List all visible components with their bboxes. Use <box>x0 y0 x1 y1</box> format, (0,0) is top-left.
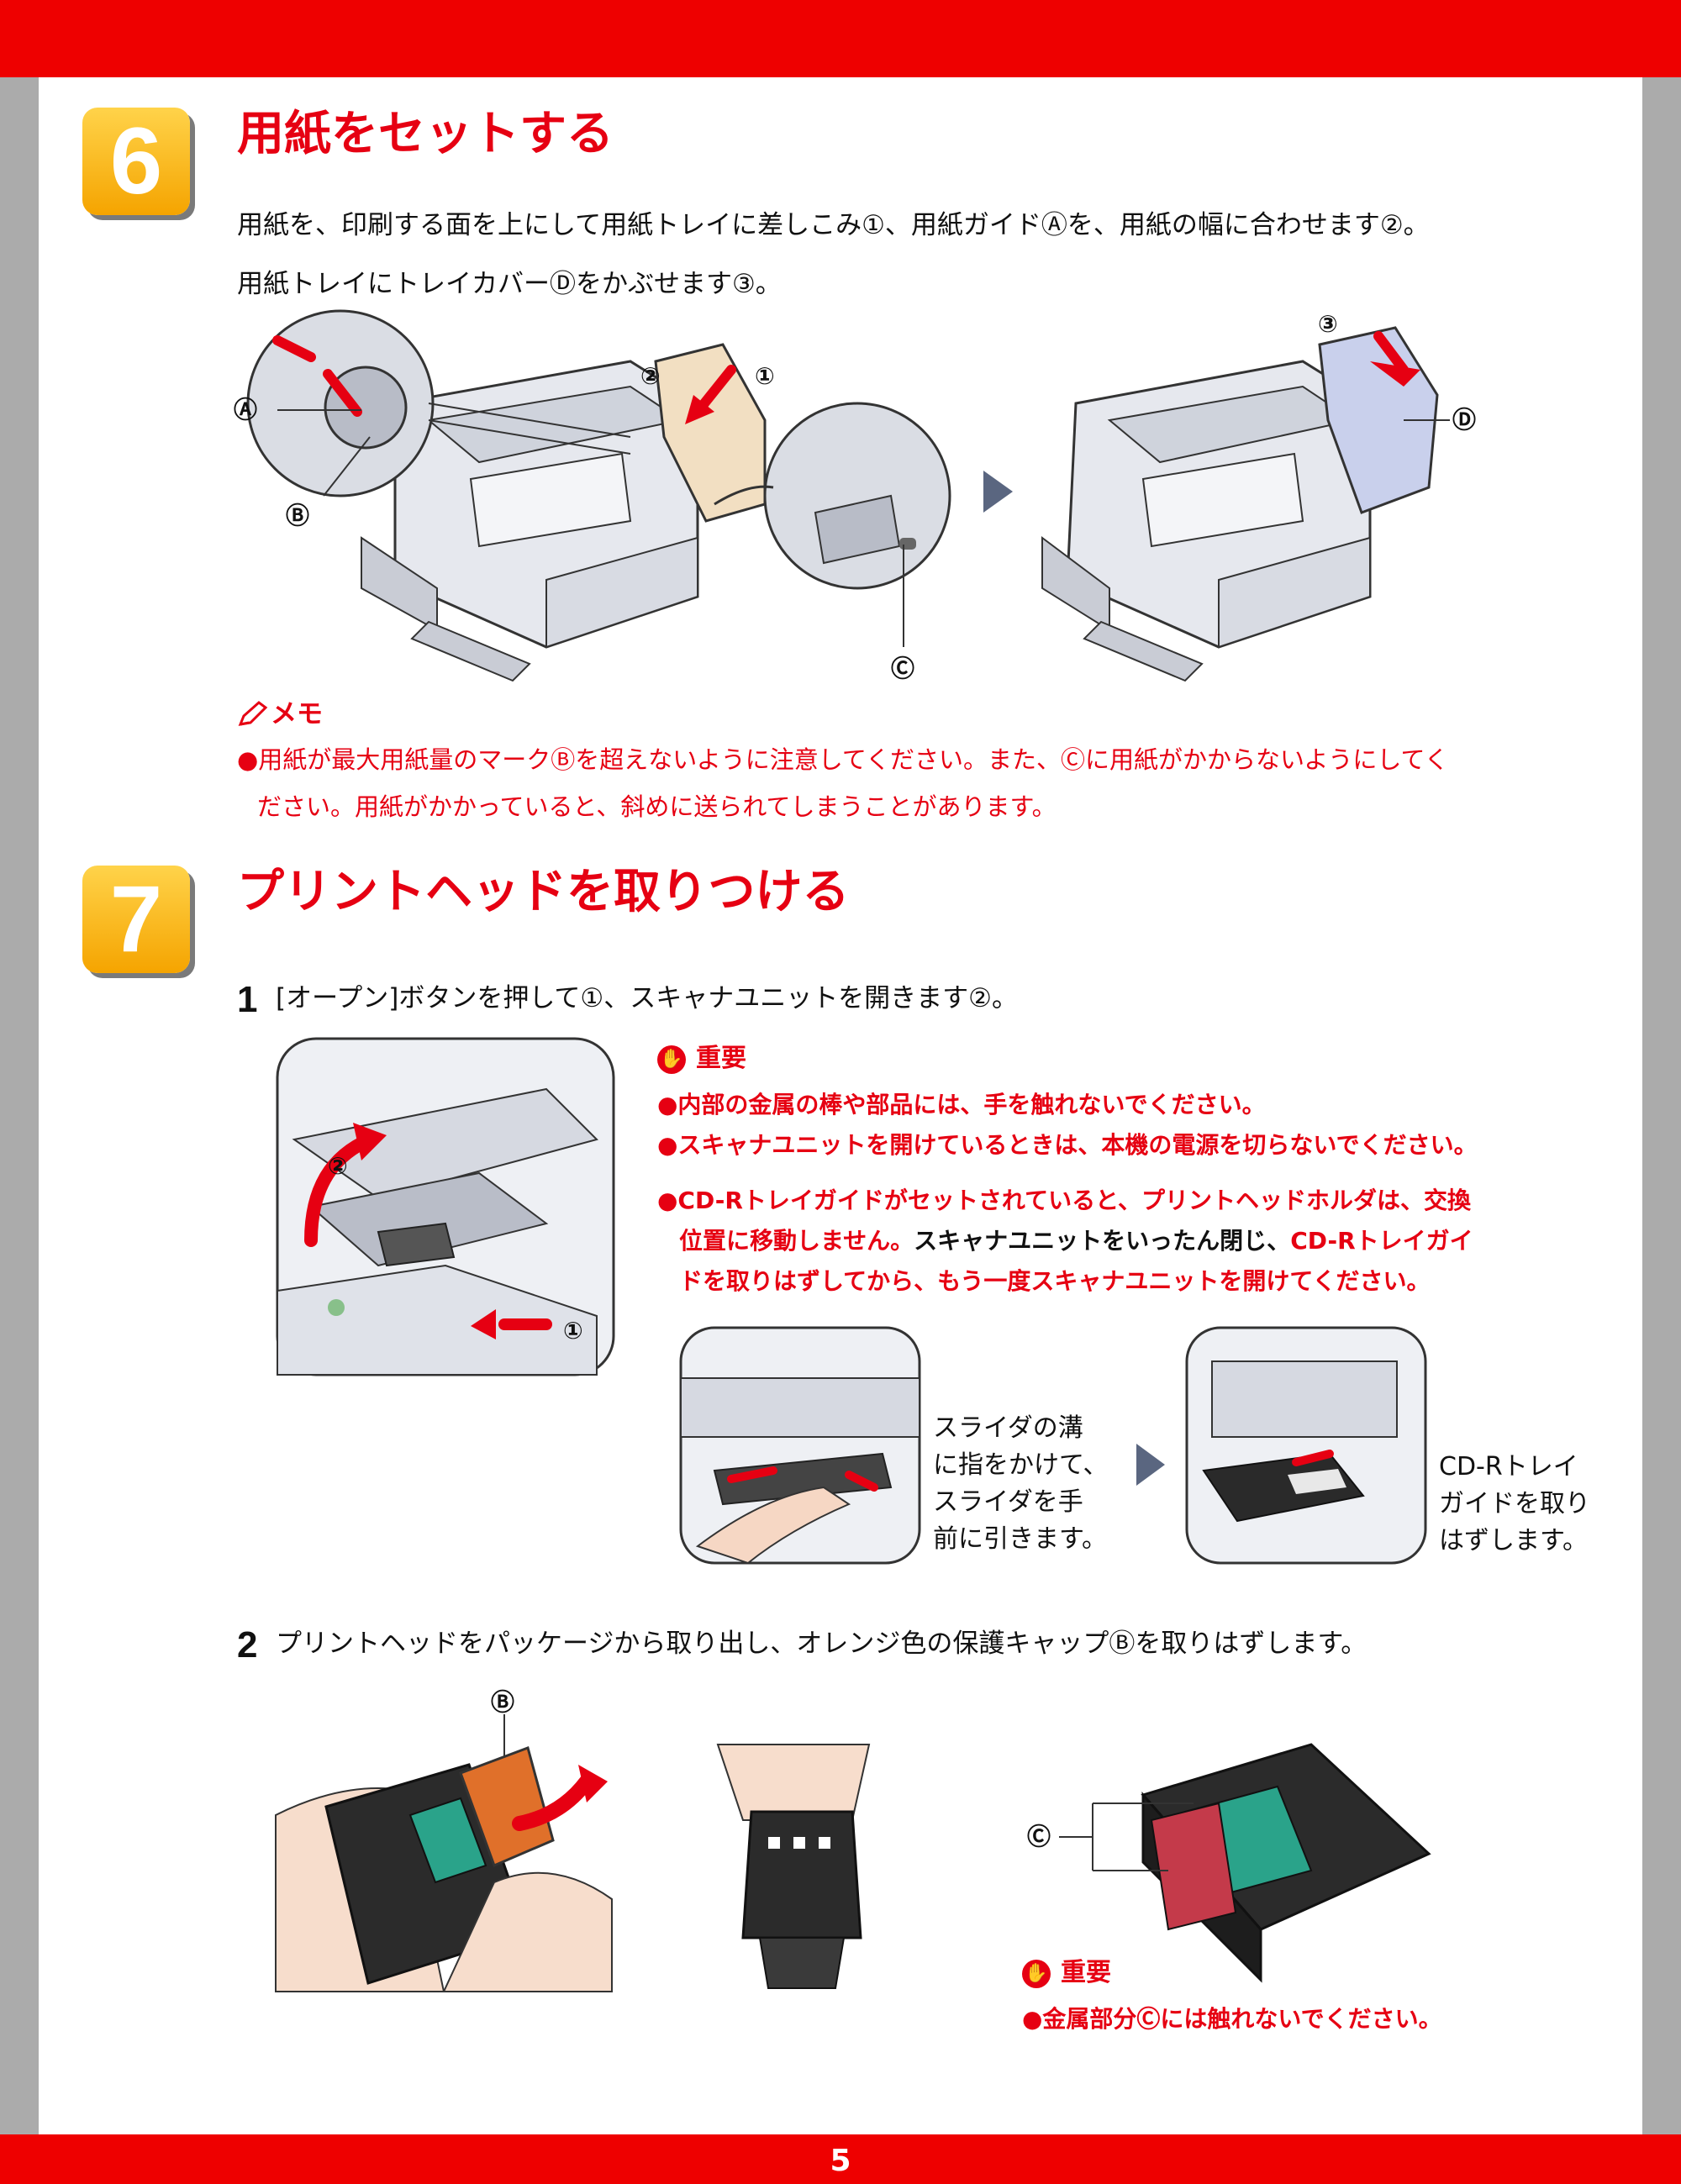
substep-2-text: プリントヘッドをパッケージから取り出し、オレンジ色の保護キャップⒷを取りはずしま… <box>276 1629 1367 1659</box>
callout-1: ① <box>755 362 775 390</box>
step-6-instruction-line-1: 用紙を、印刷する面を上にして用紙トレイに差しこみ①、用紙ガイドⒶを、用紙の幅に合… <box>237 210 1430 240</box>
step-6-instruction-line-2: 用紙トレイにトレイカバーⒹをかぶせます③。 <box>237 269 782 299</box>
printhead-callout-c: Ⓒ <box>1027 1823 1051 1850</box>
pencil-icon <box>238 701 268 726</box>
memo-line-1: ●用紙が最大用紙量のマークⒷを超えないように注意してください。また、Ⓒに用紙がか… <box>237 745 1449 774</box>
important-heading-2: ✋重要 <box>1022 1958 1111 1988</box>
printhead-callout-b: Ⓑ <box>491 1688 515 1716</box>
scanner-callout-1: ① <box>563 1317 583 1345</box>
important-item-1: ●内部の金属の棒や部品には、手を触れないでください。 <box>657 1091 1266 1118</box>
next-arrow-icon <box>1136 1444 1165 1486</box>
page-number: 5 <box>830 2144 851 2178</box>
callout-2: ② <box>640 362 661 390</box>
step-7-title: プリントヘッドを取りつける <box>237 865 850 919</box>
remove-cap-illustration <box>275 1714 613 1992</box>
slider-pull-illustration <box>679 1326 921 1565</box>
important-item-contacts: ●金属部分Ⓒには触れないでください。 <box>1022 2005 1442 2033</box>
important-item-3-line-1: ●CD-Rトレイガイドがセットされていると、プリントヘッドホルダは、交換 <box>657 1187 1471 1214</box>
important-heading-1: ✋重要 <box>657 1044 746 1074</box>
substep-1-number: 1 <box>237 979 258 1020</box>
step-6-title: 用紙をセットする <box>237 107 614 161</box>
memo-label: メモ <box>271 699 323 729</box>
bottom-red-bar <box>0 2134 1681 2184</box>
step-6-badge: 6 <box>82 108 190 215</box>
slider-caption: スライダの溝 に指をかけて、 スライダを手 前に引きます。 <box>933 1413 1109 1554</box>
tray-guide-remove-illustration <box>1185 1326 1427 1565</box>
scanner-callout-2: ② <box>328 1152 348 1180</box>
paper-loading-illustration <box>246 309 1450 682</box>
step-7-badge: 7 <box>82 866 190 973</box>
hand-stop-icon: ✋ <box>1022 1959 1051 1988</box>
callout-3: ③ <box>1318 310 1338 338</box>
important-item-2: ●スキャナユニットを開けているときは、本機の電源を切らないでください。 <box>657 1131 1478 1159</box>
callout-a: Ⓐ <box>234 396 258 424</box>
printhead-contacts-illustration <box>1059 1743 1431 1983</box>
substep-2-number: 2 <box>237 1624 258 1666</box>
hand-stop-icon: ✋ <box>657 1045 686 1074</box>
memo-line-2: ださい。用紙がかかっていると、斜めに送られてしまうことがあります。 <box>257 792 1057 821</box>
tray-guide-caption: CD-Rトレイ ガイドを取り はずします。 <box>1439 1452 1590 1555</box>
callout-c: Ⓒ <box>891 655 915 682</box>
scanner-open-illustration <box>276 1037 615 1376</box>
callout-b: Ⓑ <box>286 502 310 529</box>
substep-1-text: [オープン]ボタンを押して①、スキャナユニットを開きます②。 <box>276 983 1018 1013</box>
top-red-bar <box>0 0 1681 77</box>
callout-d: Ⓓ <box>1452 406 1477 434</box>
important-item-3-line-3: ドを取りはずしてから、もう一度スキャナユニットを開けてください。 <box>679 1267 1431 1295</box>
printhead-held-illustration <box>716 1744 871 1989</box>
important-item-3-line-2: 位置に移動しません。スキャナユニットをいったん閉じ、CD-Rトレイガイ <box>679 1227 1473 1255</box>
